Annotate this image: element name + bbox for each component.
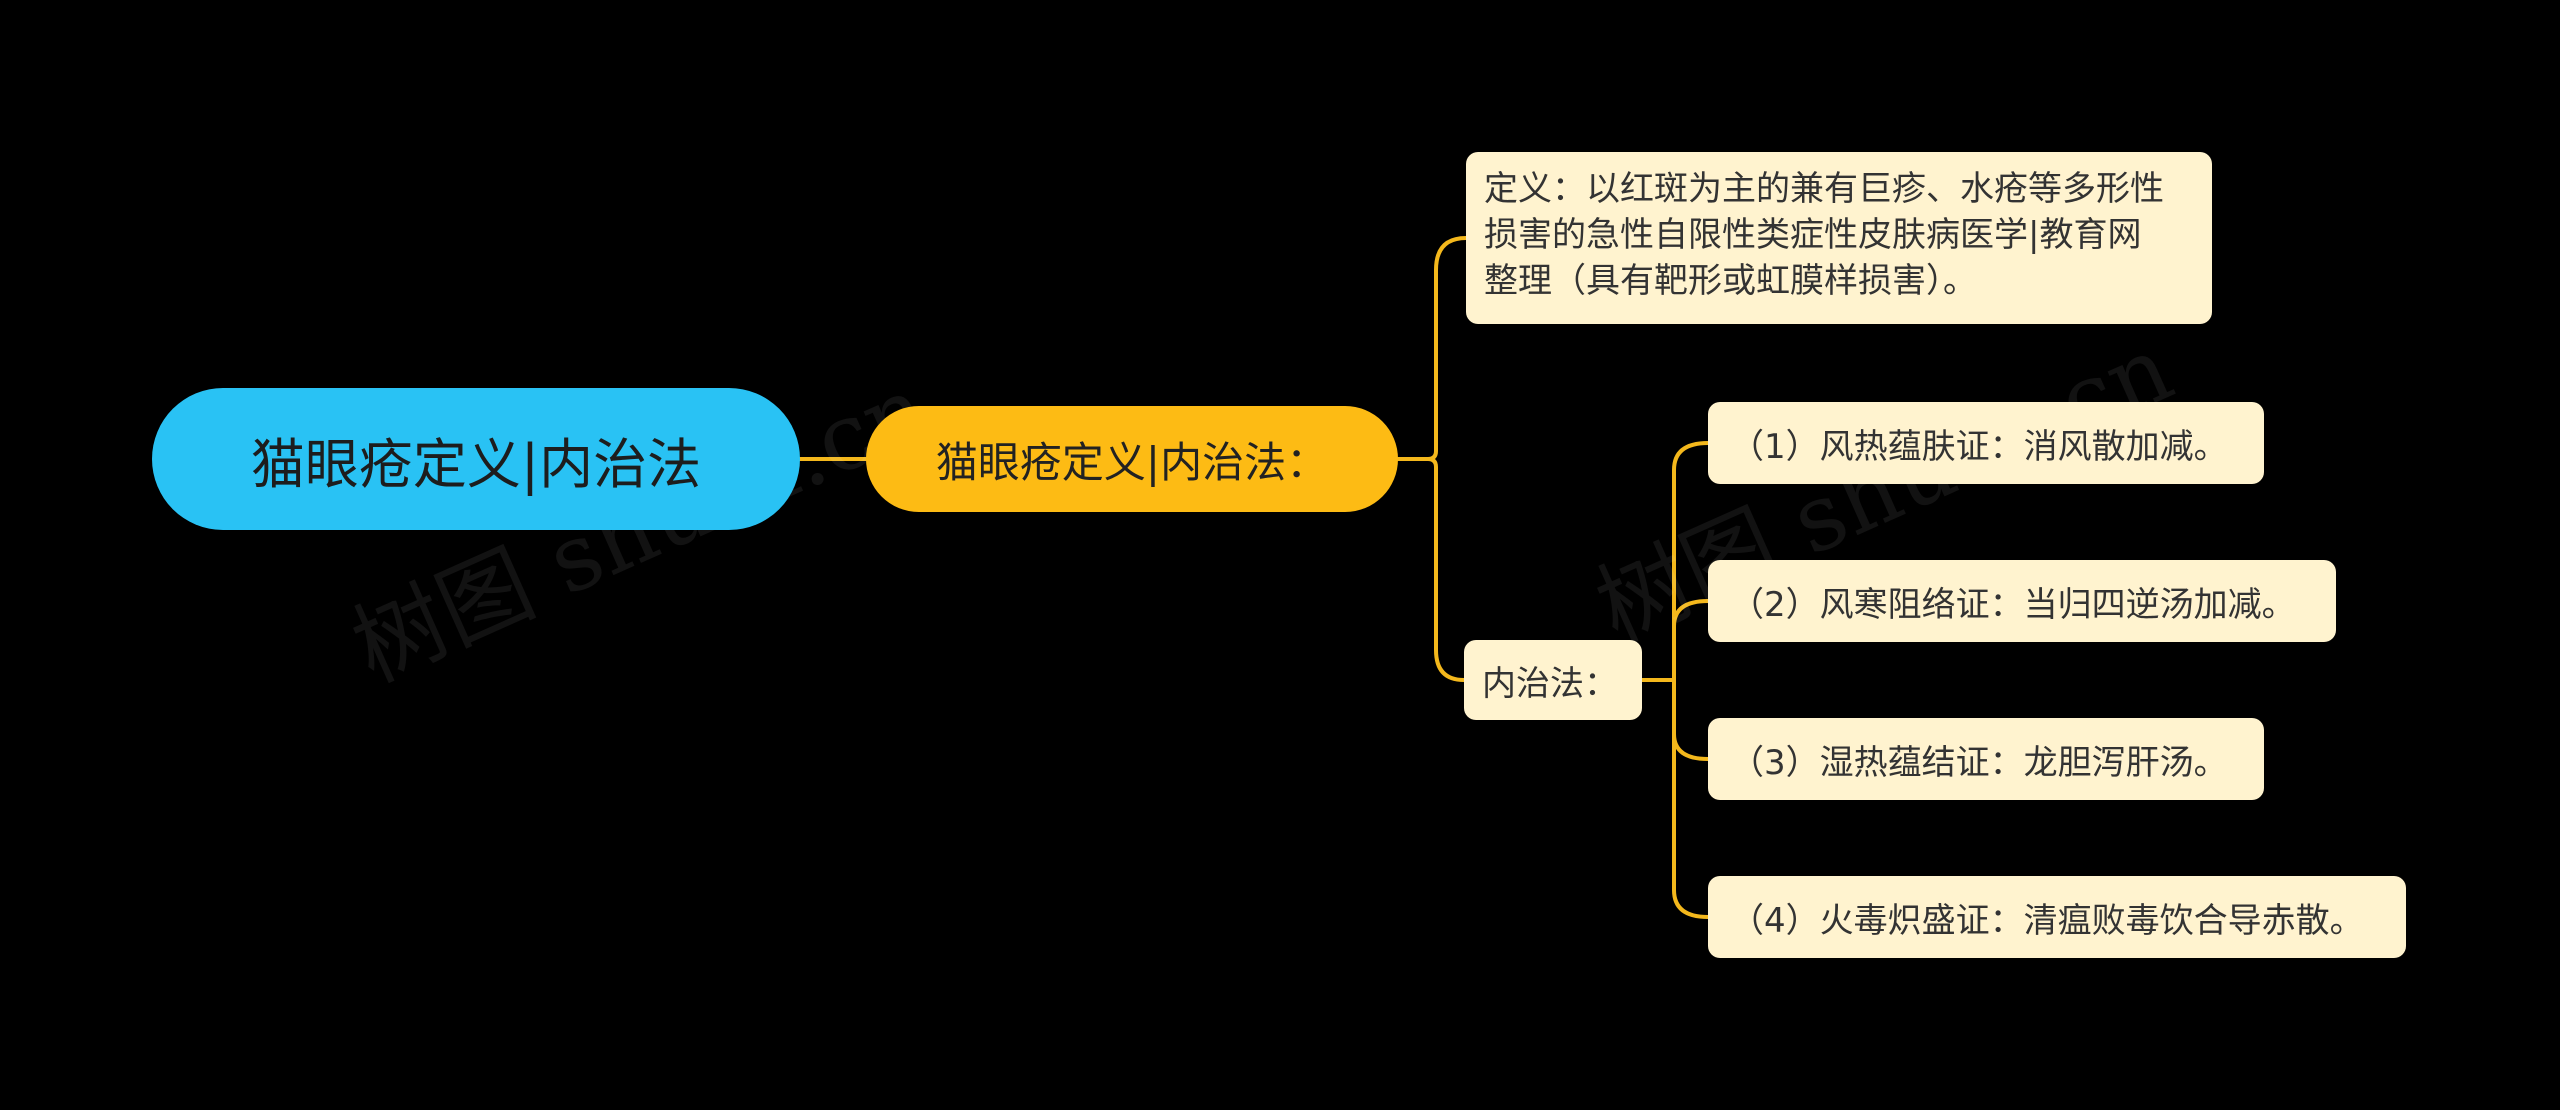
root-node[interactable]: 猫眼疮定义|内治法 — [152, 388, 800, 530]
definition-line: 损害的急性自限性类症性皮肤病医学|教育网 — [1484, 215, 2142, 255]
connector-neizhi-item-4 — [1672, 678, 1710, 919]
neizhi-item-1[interactable]: （1）风热蕴肤证：消风散加减。 — [1708, 402, 2264, 484]
connector-neizhi-item-3 — [1672, 678, 1710, 761]
neizhi-node[interactable]: 内治法： — [1464, 640, 1642, 720]
definition-node[interactable]: 定义：以红斑为主的兼有巨疹、水疮等多形性 损害的急性自限性类症性皮肤病医学|教育… — [1466, 152, 2212, 324]
root-node-label: 猫眼疮定义|内治法 — [250, 432, 702, 496]
neizhi-item-2[interactable]: （2）风寒阻络证：当归四逆汤加减。 — [1708, 560, 2336, 642]
definition-line: 定义：以红斑为主的兼有巨疹、水疮等多形性 — [1484, 169, 2164, 209]
neizhi-item-label: （3）湿热蕴结证：龙胆泻肝汤。 — [1730, 742, 2228, 783]
main-topic-label: 猫眼疮定义|内治法： — [935, 437, 1329, 487]
connector-main-neizhi — [1396, 457, 1466, 682]
main-topic-node[interactable]: 猫眼疮定义|内治法： — [866, 406, 1398, 512]
neizhi-item-label: （4）火毒炽盛证：清瘟败毒饮合导赤散。 — [1730, 900, 2364, 941]
definition-line: 整理（具有靶形或虹膜样损害）。 — [1484, 261, 1977, 301]
neizhi-node-label: 内治法： — [1482, 663, 1618, 704]
neizhi-item-4[interactable]: （4）火毒炽盛证：清瘟败毒饮合导赤散。 — [1708, 876, 2406, 958]
neizhi-item-3[interactable]: （3）湿热蕴结证：龙胆泻肝汤。 — [1708, 718, 2264, 800]
neizhi-item-label: （2）风寒阻络证：当归四逆汤加减。 — [1730, 584, 2296, 625]
connector-neizhi-item-1 — [1672, 441, 1710, 682]
connector-main-definition — [1396, 236, 1468, 461]
neizhi-item-label: （1）风热蕴肤证：消风散加减。 — [1730, 426, 2228, 467]
connector-neizhi-item-2 — [1672, 599, 1710, 682]
